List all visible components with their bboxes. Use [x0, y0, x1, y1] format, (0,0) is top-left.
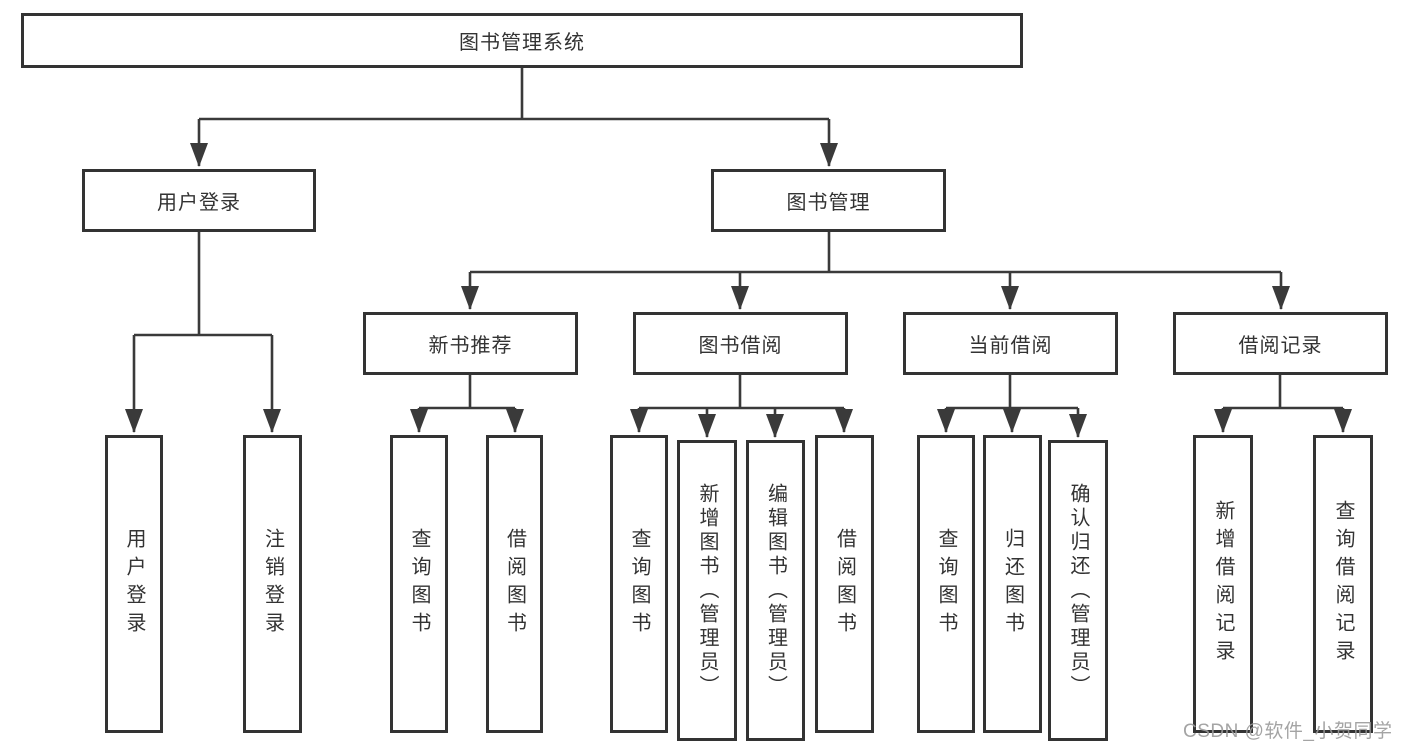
node-new-book-recommendation: 新书推荐	[363, 312, 578, 375]
leaf-edit-book-admin: 编辑图书（管理员）	[746, 440, 805, 741]
leaf-query-books-recommend: 查询图书	[390, 435, 448, 733]
leaf-user-login: 用户登录	[105, 435, 163, 733]
node-root: 图书管理系统	[21, 13, 1023, 68]
node-label: 查询图书	[935, 528, 957, 640]
node-user-login: 用户登录	[82, 169, 316, 232]
leaf-confirm-return-admin: 确认归还（管理员）	[1048, 440, 1108, 741]
connector	[470, 230, 1281, 274]
node-label: 查询图书	[408, 528, 430, 640]
node-current-borrowing: 当前借阅	[903, 312, 1118, 375]
node-label: 借阅记录	[1238, 335, 1323, 357]
node-book-management: 图书管理	[711, 169, 946, 232]
node-label: 新增借阅记录	[1212, 500, 1234, 668]
leaf-query-borrow-record: 查询借阅记录	[1313, 435, 1373, 733]
node-label: 图书管理系统	[459, 32, 585, 54]
node-label: 查询借阅记录	[1332, 500, 1354, 668]
leaf-return-book: 归还图书	[983, 435, 1042, 733]
connector	[946, 373, 1078, 410]
leaf-add-borrow-record: 新增借阅记录	[1193, 435, 1253, 733]
connector	[1223, 373, 1343, 410]
node-label: 归还图书	[1001, 528, 1024, 640]
node-label: 新书推荐	[428, 335, 513, 357]
watermark: CSDN @软件_小贺同学	[1183, 721, 1393, 742]
connector	[199, 66, 829, 121]
connector	[419, 373, 515, 410]
node-label: 新增图书（管理员）	[696, 482, 718, 699]
leaf-query-books-current: 查询图书	[917, 435, 975, 733]
node-label: 借阅图书	[503, 528, 526, 640]
node-label: 借阅图书	[833, 528, 856, 640]
node-label: 当前借阅	[968, 335, 1053, 357]
node-label: 确认归还（管理员）	[1067, 482, 1089, 699]
node-label: 编辑图书（管理员）	[764, 482, 787, 699]
node-book-borrowing: 图书借阅	[633, 312, 848, 375]
leaf-add-book-admin: 新增图书（管理员）	[677, 440, 737, 741]
node-label: 注销登录	[261, 528, 284, 640]
leaf-logout: 注销登录	[243, 435, 302, 733]
node-label: 图书管理	[786, 192, 871, 214]
node-label: 查询图书	[628, 528, 650, 640]
node-label: 图书借阅	[698, 335, 783, 357]
node-label: 用户登录	[157, 192, 241, 214]
connector	[134, 230, 272, 337]
connector	[639, 373, 844, 410]
leaf-query-books-borrow: 查询图书	[610, 435, 668, 733]
node-label: 用户登录	[123, 528, 145, 640]
leaf-borrow-books-borrow: 借阅图书	[815, 435, 874, 733]
node-borrowing-records: 借阅记录	[1173, 312, 1388, 375]
leaf-borrow-books-recommend: 借阅图书	[486, 435, 543, 733]
